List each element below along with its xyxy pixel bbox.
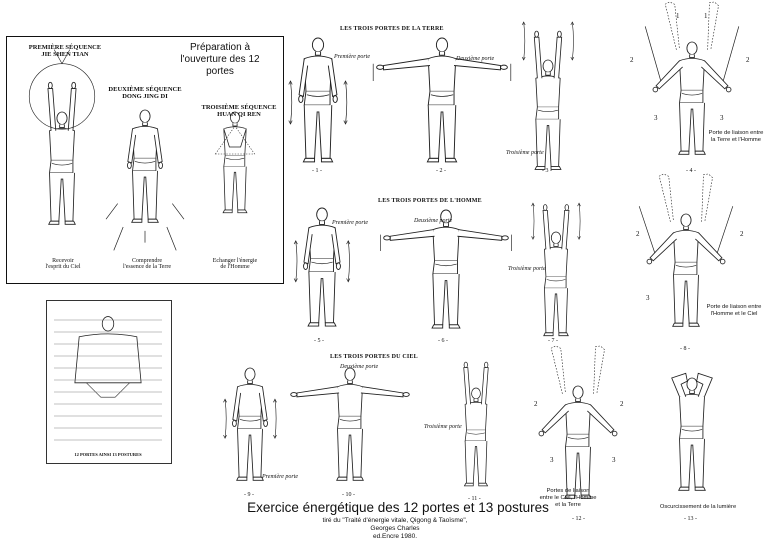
header-terre: LES TROIS PORTES DE LA TERRE <box>340 26 444 32</box>
label-premiere-porte-9: Première porte <box>262 474 298 480</box>
seq3-caption: Echanger l'énergie de l'Homme <box>198 258 272 270</box>
seq2-title: DEUXIÈME SÉQUENCE DONG JING DI <box>100 86 190 100</box>
figure-number-1: - 1 - <box>312 168 322 174</box>
seq1-caption: Recevoir l'esprit du Ciel <box>28 258 98 270</box>
figure-number-3: - 3 - <box>542 168 552 174</box>
chart-caption: 12 PORTES AINSI 13 POSTURES <box>48 452 168 457</box>
figure-6 <box>380 210 511 328</box>
arrow-number-3d: 3 <box>550 456 554 464</box>
label-troisieme-porte-3: Troisième porte <box>506 150 544 156</box>
label-deuxieme-porte-2: Deuxième porte <box>456 56 494 62</box>
seq2-caption: Comprendre l'essence de la Terre <box>110 258 184 270</box>
seq1-title: PREMIÈRE SÉQUENCE JIE SHEN TIAN <box>20 44 110 58</box>
figure-number-5: - 5 - <box>314 338 324 344</box>
figure-9 <box>223 368 276 480</box>
figure-number-10: - 10 - <box>342 492 355 498</box>
figure-13 <box>672 373 713 490</box>
label-premiere-porte-5: Première porte <box>332 220 368 226</box>
figure-number-8: - 8 - <box>680 346 690 352</box>
arrow-number-2d: 2 <box>740 230 744 238</box>
label-troisieme-porte-11: Troisième porte <box>424 424 462 430</box>
figure-number-2: - 2 - <box>436 168 446 174</box>
label-troisieme-porte-7: Troisième porte <box>508 266 546 272</box>
figure-3 <box>522 22 574 169</box>
figure-number-13: - 13 - <box>684 516 697 522</box>
figure-number-4: - 4 - <box>686 168 696 174</box>
figure-number-12: - 12 - <box>572 516 585 522</box>
label-premiere-porte-1: Première porte <box>334 54 370 60</box>
arrow-number-3c: 3 <box>646 294 650 302</box>
caption-liaison-homme-ciel: Porte de liaison entre l'Homme et le Cie… <box>698 304 770 318</box>
caption-obscurcissement: Oscurcissement de la lumière <box>648 504 748 511</box>
intro-title: Préparation à l'ouverture des 12 portes <box>170 42 270 78</box>
source-citation: tiré du "Traité d'énergie vitale, Qigong… <box>250 517 540 541</box>
arrow-number-2c: 2 <box>636 230 640 238</box>
figure-11 <box>464 362 488 486</box>
header-ciel: LES TROIS PORTES DU CIEL <box>330 354 418 360</box>
body-chart-panel <box>46 300 172 464</box>
figure-12 <box>539 345 617 498</box>
arrow-number-1a: 1 <box>676 12 680 20</box>
label-deuxieme-porte-10: Deuxième porte <box>340 364 378 370</box>
main-title: Exercice énergétique des 12 portes et 13… <box>228 500 568 515</box>
arrow-number-2e: 2 <box>534 400 538 408</box>
arrow-number-2f: 2 <box>620 400 624 408</box>
figure-number-9: - 9 - <box>244 492 254 498</box>
figure-number-6: - 6 - <box>438 338 448 344</box>
arrow-number-3b: 3 <box>720 114 724 122</box>
arrow-number-3e: 3 <box>612 456 616 464</box>
arrow-number-1b: 1 <box>704 12 708 20</box>
arrow-number-2b: 2 <box>746 56 750 64</box>
label-deuxieme-porte-6: Deuxième porte <box>414 218 452 224</box>
arrow-number-3a: 3 <box>654 114 658 122</box>
figure-10 <box>291 368 410 480</box>
seq3-title: TROISIÈME SÉQUENCE HUAN QI REN <box>196 104 282 118</box>
figure-number-7: - 7 - <box>548 338 558 344</box>
arrow-number-2a: 2 <box>630 56 634 64</box>
caption-liaison-terre-homme: Porte de liaison entre la Terre et l'Hom… <box>700 130 772 144</box>
header-homme: LES TROIS PORTES DE L'HOMME <box>378 198 482 204</box>
